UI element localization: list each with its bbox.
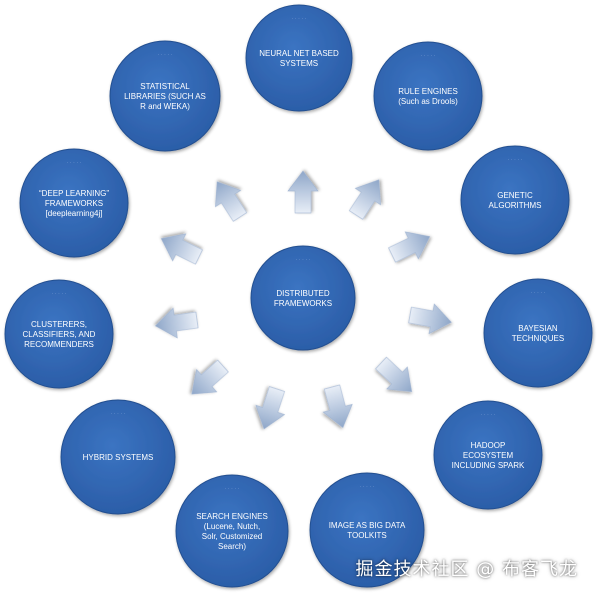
- node-neural-net-label-line: SYSTEMS: [280, 59, 318, 68]
- node-clusterers-decoration: . . . . .: [51, 290, 66, 296]
- node-statistical-libraries-label-line: STATISTICAL: [140, 82, 190, 91]
- node-statistical-libraries-label-line: LIBRARIES (SUCH AS: [124, 92, 206, 101]
- node-image-big-data-label-line: IMAGE AS BIG DATA: [329, 521, 406, 530]
- node-clusterers-label-line: RECOMMENDERS: [24, 340, 94, 349]
- node-hybrid-systems-decoration: . . . . .: [110, 410, 125, 416]
- node-search-engines-label-line: SEARCH ENGINES: [196, 512, 268, 521]
- node-hybrid-systems-label-line: HYBRID SYSTEMS: [83, 453, 154, 462]
- node-neural-net-decoration: . . . . .: [291, 15, 306, 21]
- node-rule-engines-label-line: (Such as Drools): [398, 97, 458, 106]
- node-bayesian-label-line: TECHNIQUES: [512, 334, 564, 343]
- node-hybrid-systems-circle: [60, 399, 176, 515]
- node-rule-engines-circle: [373, 41, 483, 151]
- arrow-hybrid-systems: [191, 359, 229, 395]
- node-genetic-algorithms-label-line: ALGORITHMS: [489, 201, 542, 210]
- node-genetic-algorithms-decoration: . . . . .: [507, 156, 522, 162]
- center-node-distributed-frameworks-label-line: DISTRIBUTED: [276, 289, 330, 298]
- node-bayesian-circle: [483, 278, 593, 388]
- node-bayesian-decoration: . . . . .: [530, 289, 545, 295]
- arrow-clusterers: [154, 307, 199, 339]
- watermark-text: 掘金技术社区 @ 布客飞龙: [355, 559, 578, 580]
- center-node-distributed-frameworks-circle: [250, 245, 356, 351]
- node-bayesian-label-line: BAYESIAN: [518, 324, 558, 333]
- node-genetic-algorithms-circle: [460, 145, 570, 255]
- center-node-distributed-frameworks-decoration: . . . . .: [295, 256, 310, 262]
- node-hadoop-label-line: INCLUDING SPARK: [452, 461, 525, 470]
- node-search-engines-label-line: Search): [218, 542, 246, 551]
- node-rule-engines-decoration: . . . . .: [420, 52, 435, 58]
- node-deep-learning-label-line: “DEEP LEARNING”: [39, 189, 109, 198]
- node-search-engines-decoration: . . . . .: [224, 485, 239, 491]
- node-search-engines-label-line: (Lucene, Nutch,: [204, 522, 260, 531]
- node-deep-learning-decoration: . . . . .: [66, 159, 81, 165]
- node-rule-engines-label-line: RULE ENGINES: [398, 87, 458, 96]
- node-hadoop-label-line: HADOOP: [471, 441, 506, 450]
- node-deep-learning-label-line: FRAMEWORKS: [45, 199, 103, 208]
- arrow-neural-net: [287, 170, 319, 214]
- node-genetic-algorithms-label-line: GENETIC: [497, 191, 533, 200]
- arrow-genetic-algorithms: [388, 231, 431, 263]
- node-statistical-libraries-circle: [109, 40, 221, 152]
- arrow-statistical-libraries: [215, 181, 248, 222]
- arrow-hadoop: [375, 356, 413, 392]
- arrow-deep-learning: [160, 233, 203, 265]
- node-clusterers-label-line: CLASSIFIERS, AND: [23, 330, 96, 339]
- center-node-distributed-frameworks-label-line: FRAMEWORKS: [274, 299, 332, 308]
- node-hadoop-decoration: . . . . .: [480, 411, 495, 417]
- node-search-engines-label-line: Solr, Customized: [202, 532, 262, 541]
- node-statistical-libraries-label-line: R and WEKA): [140, 102, 190, 111]
- node-deep-learning-label-line: [deeplearning4j]: [46, 209, 103, 218]
- node-rule-engines: . . . . . RULE ENGINES(Such as Drools): [373, 41, 483, 151]
- node-hybrid-systems: . . . . . HYBRID SYSTEMS: [60, 399, 176, 515]
- node-statistical-libraries-decoration: . . . . .: [157, 51, 172, 57]
- node-neural-net-circle: [245, 4, 353, 112]
- node-clusterers: . . . . . CLUSTERERS,CLASSIFIERS, ANDRECO…: [4, 279, 114, 389]
- node-clusterers-circle: [4, 279, 114, 389]
- arrow-image-big-data: [322, 384, 353, 429]
- node-image-big-data-circle: [309, 472, 425, 588]
- node-search-engines-circle: [175, 474, 289, 588]
- node-neural-net-label-line: NEURAL NET BASED: [259, 49, 339, 58]
- arrow-rule-engines: [348, 179, 381, 220]
- node-image-big-data-label-line: TOOLKITS: [347, 531, 386, 540]
- arrow-search-engines: [255, 386, 286, 430]
- node-image-big-data-decoration: . . . . .: [359, 483, 374, 489]
- node-hadoop-circle: [433, 400, 543, 510]
- node-clusterers-label-line: CLUSTERERS,: [31, 320, 87, 329]
- node-hadoop-label-line: ECOSYSTEM: [463, 451, 514, 460]
- arrows-layer: [154, 170, 452, 430]
- node-deep-learning: . . . . . “DEEP LEARNING”FRAMEWORKS[deepl…: [19, 148, 129, 258]
- arrow-bayesian: [408, 303, 452, 335]
- node-deep-learning-circle: [19, 148, 129, 258]
- node-search-engines: . . . . . SEARCH ENGINES(Lucene, Nutch,So…: [175, 474, 289, 588]
